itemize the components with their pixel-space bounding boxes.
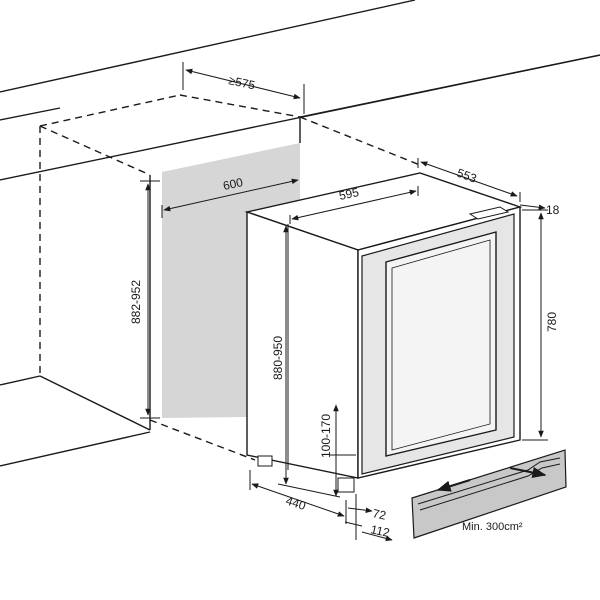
svg-text:600: 600 — [222, 175, 245, 193]
dim-door-thickness: 18 — [519, 203, 560, 217]
ventilation-grille — [411, 449, 567, 539]
dim-appliance-depth: 553 — [417, 158, 521, 202]
dim-foot-depth: 440 — [249, 470, 347, 524]
rear-foot — [257, 455, 273, 467]
dim-niche-depth: ≥575 — [182, 62, 305, 114]
dim-niche-width: 600 — [161, 175, 299, 218]
svg-text:780: 780 — [545, 312, 559, 332]
ventilation-area-label: Min. 300cm² — [462, 521, 523, 533]
appliance-body — [244, 172, 523, 493]
svg-text:880-950: 880-950 — [271, 336, 285, 380]
dim-niche-height: 882-952 — [129, 180, 160, 419]
svg-text:≥575: ≥575 — [227, 73, 256, 92]
door-glass — [385, 231, 497, 457]
svg-text:112: 112 — [369, 522, 391, 540]
dim-appliance-width: 595 — [289, 185, 419, 224]
svg-text:72: 72 — [371, 506, 387, 523]
dim-plinth-height: 100-170 — [319, 404, 356, 497]
svg-text:100-170: 100-170 — [319, 414, 333, 458]
svg-text:882-952: 882-952 — [129, 280, 143, 324]
svg-text:18: 18 — [546, 203, 560, 217]
dim-plinth-setbacks: 72 112 — [344, 494, 393, 542]
svg-text:553: 553 — [455, 166, 479, 186]
dim-cabinet-height: 780 — [522, 209, 559, 441]
front-foot — [337, 477, 355, 493]
svg-text:595: 595 — [338, 185, 361, 203]
svg-text:440: 440 — [284, 494, 308, 514]
